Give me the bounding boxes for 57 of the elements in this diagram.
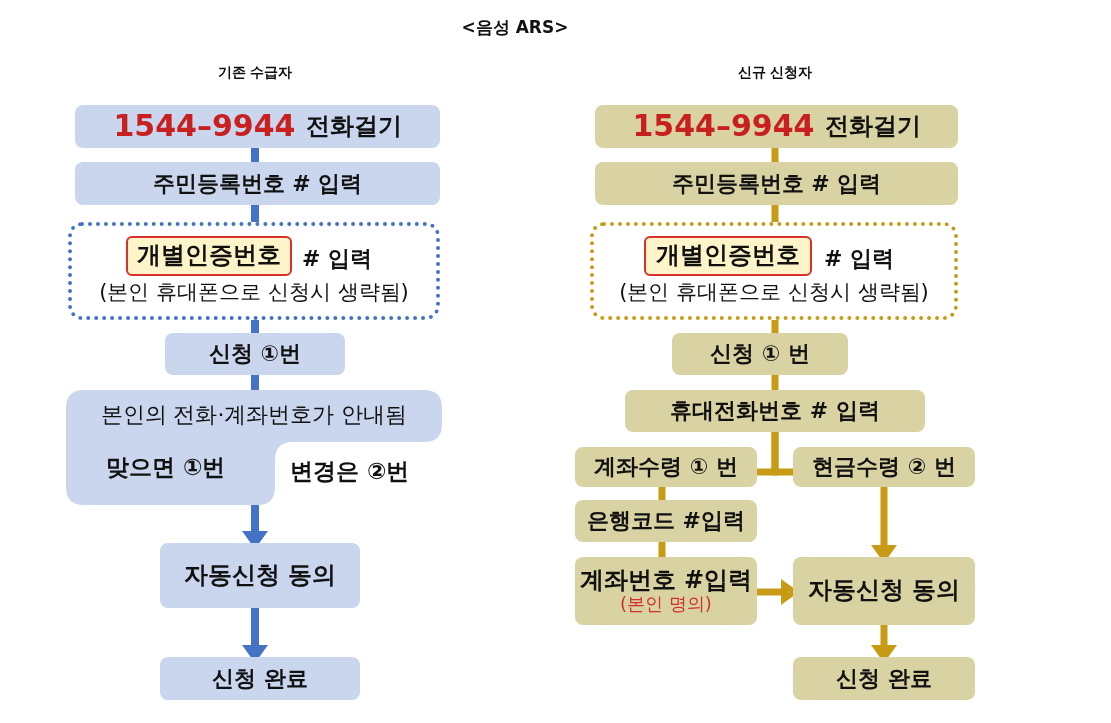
box-label: (본인 휴대폰으로 신청시 생략됨)	[618, 280, 930, 305]
connector-line	[771, 148, 779, 162]
process-box	[625, 390, 925, 432]
title: <음성 ARS>	[460, 18, 570, 38]
box-label: 현금수령 ② 번	[812, 454, 956, 480]
connector-line	[771, 375, 779, 390]
box-label: # 입력	[302, 246, 373, 272]
process-box	[793, 557, 975, 625]
box-label: 자동신청 동의	[807, 577, 961, 605]
box-label: 신청 ① 번	[710, 341, 810, 367]
process-box	[160, 543, 360, 608]
connector-line	[251, 148, 259, 162]
side-note: 변경은 ②번	[290, 458, 410, 485]
bubble-text: 맞으면 ①번	[106, 454, 226, 481]
box-label: 개별인증번호	[137, 242, 281, 270]
speech-bubble	[66, 390, 442, 505]
process-box	[160, 657, 360, 700]
box-label: 전화걸기	[824, 112, 921, 141]
box-label: (본인 휴대폰으로 신청시 생략됨)	[98, 280, 410, 305]
box-label: 신청 ①번	[208, 341, 302, 367]
connector-line	[658, 542, 666, 557]
box-label: 계좌번호 #입력	[579, 566, 753, 595]
connector-line	[658, 487, 666, 500]
box-label: 자동신청 동의	[183, 561, 337, 590]
process-box	[575, 557, 757, 625]
box-label: (본인 명의)	[620, 594, 712, 616]
dotted-box	[68, 222, 440, 320]
column-heading: 기존 수급자	[216, 64, 294, 81]
process-box	[165, 333, 345, 375]
box-label: 은행코드 #입력	[586, 508, 746, 534]
process-box	[672, 333, 848, 375]
bubble-text: 본인의 전화·계좌번호가 안내됨	[99, 402, 409, 428]
box-label: 휴대전화번호 # 입력	[670, 398, 880, 424]
box-label: 신청 완료	[212, 665, 308, 692]
box-label: 주민등록번호 # 입력	[152, 170, 363, 197]
process-box	[595, 162, 958, 205]
highlight-box	[644, 236, 812, 276]
dotted-box	[590, 222, 958, 320]
box-label: # 입력	[824, 246, 895, 272]
connector-line	[251, 375, 259, 390]
box-label: 전화걸기	[305, 112, 402, 141]
column-heading: 신규 신청자	[736, 64, 814, 81]
box-label: 개별인증번호	[656, 242, 800, 270]
process-box	[793, 657, 975, 700]
process-box	[75, 105, 440, 148]
box-label: 계좌수령 ① 번	[594, 454, 738, 480]
box-label: 1544–9944	[632, 109, 815, 144]
process-box	[575, 500, 757, 542]
process-box	[793, 447, 975, 487]
process-box	[75, 162, 440, 205]
box-label: 신청 완료	[836, 665, 932, 692]
connector-line	[771, 432, 793, 476]
box-label: 1544–9944	[113, 109, 296, 144]
box-label: 주민등록번호 # 입력	[671, 170, 882, 197]
process-box	[595, 105, 958, 148]
process-box	[575, 447, 757, 487]
highlight-box	[126, 236, 292, 276]
